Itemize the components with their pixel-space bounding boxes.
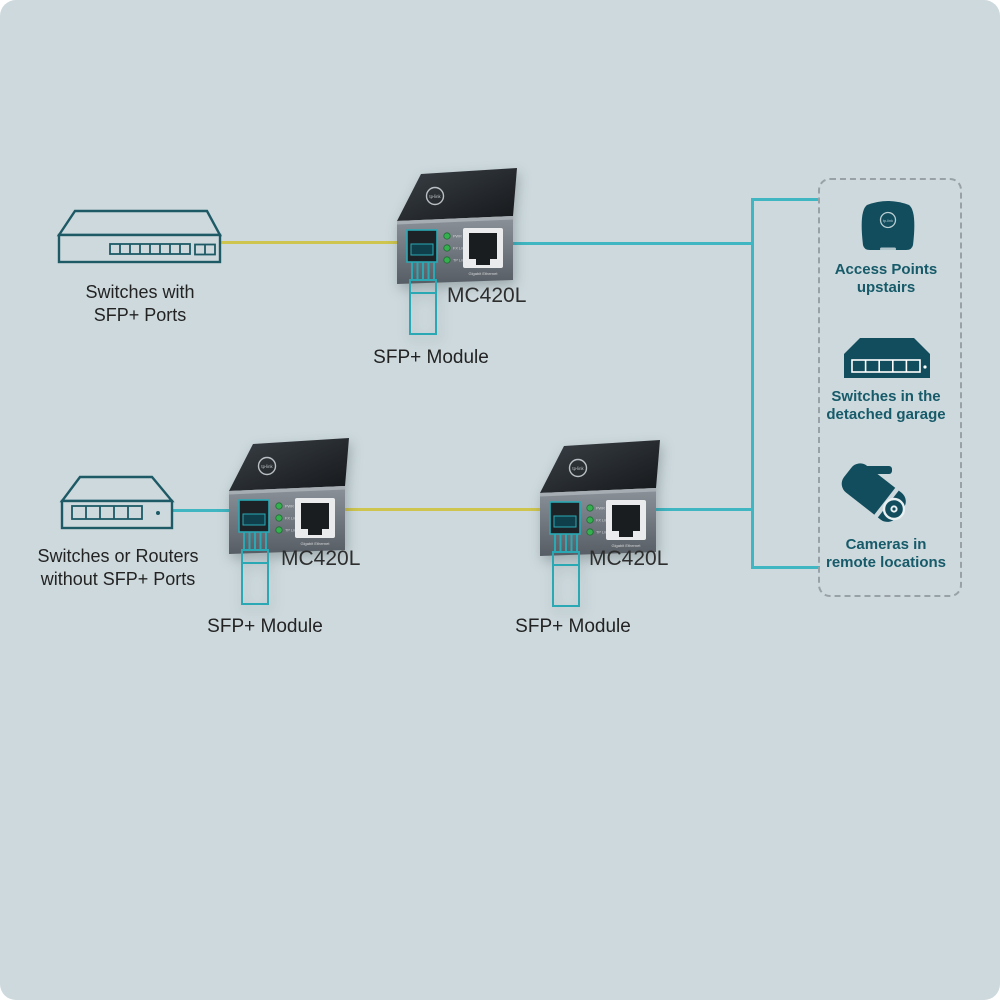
sfp-module-outline <box>409 262 437 335</box>
switch-without-sfp-illustration <box>59 475 175 530</box>
ethernet-trunk-vertical <box>751 198 754 569</box>
model-label-bottom-left: MC420L <box>281 547 361 570</box>
media-converter-bottom-right: tp-link PWR FX Link/Act TP Link/Act Giga… <box>540 440 660 607</box>
media-converter-top: tp-link PWR FX Link/Act TP Link/Act Giga… <box>397 168 517 335</box>
sfp-module-outline <box>241 532 269 605</box>
switch-ports <box>109 243 216 256</box>
switch-ports <box>71 505 160 520</box>
rj45-port: Gigabit Ethernet <box>295 498 335 546</box>
tp-link-logo: tp-link <box>257 456 277 476</box>
rj45-port: Gigabit Ethernet <box>463 228 503 276</box>
svg-text:PWR: PWR <box>285 505 294 509</box>
sfp-module-outline <box>552 534 580 607</box>
sfp-module-label-bottom-left: SFP+ Module <box>207 616 323 637</box>
ethernet-branch-bottom <box>751 566 820 569</box>
model-label-top: MC420L <box>447 284 527 307</box>
fiber-link-top <box>220 241 402 244</box>
access-points-label: Access Points upstairs <box>834 261 938 296</box>
ethernet-branch-top <box>751 198 820 201</box>
model-label-bottom-right: MC420L <box>589 547 669 570</box>
svg-text:PWR: PWR <box>453 235 462 239</box>
ethernet-link-bottom-right <box>650 508 753 511</box>
media-converter-bottom-left: tp-link PWR FX Link/Act TP Link/Act Giga… <box>229 438 349 605</box>
switch-without-sfp-label: Switches or Routers without SFP+ Ports <box>37 546 199 589</box>
svg-text:tp-link: tp-link <box>883 219 893 223</box>
svg-text:Gigabit Ethernet: Gigabit Ethernet <box>469 271 499 276</box>
tp-link-logo: tp-link <box>568 458 588 478</box>
camera-icon <box>841 463 906 522</box>
svg-text:tp-link: tp-link <box>429 194 441 199</box>
svg-text:tp-link: tp-link <box>261 464 273 469</box>
rj45-port: Gigabit Ethernet <box>606 500 646 548</box>
svg-text:tp-link: tp-link <box>572 466 584 471</box>
garage-switches-label: Switches in the detached garage <box>826 388 946 423</box>
switch-with-sfp-label: Switches with SFP+ Ports <box>85 282 195 325</box>
svg-text:PWR: PWR <box>596 507 605 511</box>
access-point-icon: tp-link <box>861 201 915 251</box>
ethernet-link-bottom-left <box>170 509 246 512</box>
remote-devices-panel <box>818 178 962 597</box>
sfp-module-label-top: SFP+ Module <box>373 347 489 368</box>
switch-icon <box>844 338 930 378</box>
ethernet-link-top <box>512 242 753 245</box>
svg-text:Gigabit Ethernet: Gigabit Ethernet <box>301 541 331 546</box>
switch-with-sfp-illustration <box>56 209 223 264</box>
svg-text:Gigabit Ethernet: Gigabit Ethernet <box>612 543 642 548</box>
fiber-link-bottom <box>340 508 542 511</box>
sfp-module-label-bottom-right: SFP+ Module <box>515 616 631 637</box>
cameras-label: Cameras in remote locations <box>825 536 947 571</box>
tp-link-logo: tp-link <box>425 186 445 206</box>
